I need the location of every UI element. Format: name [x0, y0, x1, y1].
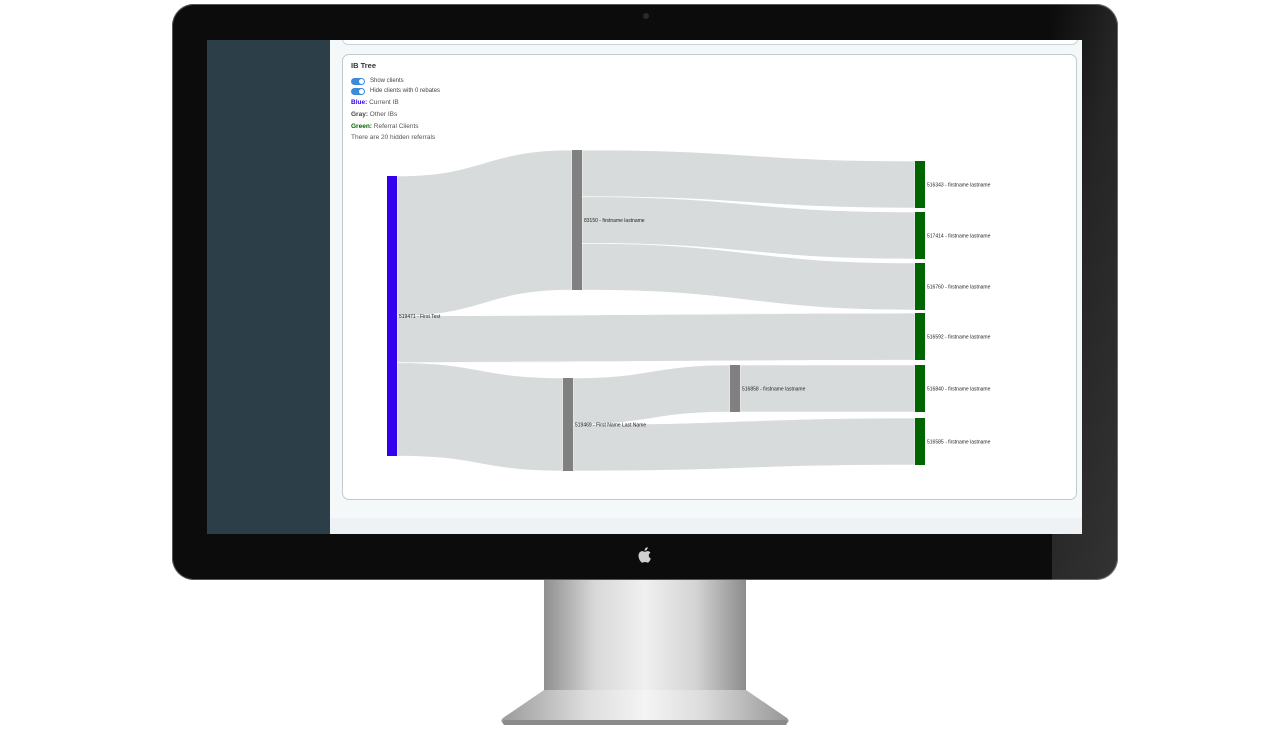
sankey-node-516760[interactable] — [915, 263, 925, 310]
camera-icon — [643, 13, 649, 19]
toggle-switch[interactable] — [351, 78, 365, 85]
sankey-node-label-517414: 517414 - firstname lastname — [927, 233, 991, 239]
legend-text: Referral Clients — [373, 123, 419, 130]
sankey-node-83150[interactable] — [572, 150, 582, 290]
sankey-nodes — [387, 150, 925, 471]
legend-text: Other IBs — [369, 111, 398, 118]
legend-green: Green: Referral Clients — [351, 123, 419, 130]
sankey-node-label-516343: 516343 - firstname lastname — [927, 182, 991, 188]
sankey-node-label-516760: 516760 - firstname lastname — [927, 284, 991, 290]
legend-key: Gray: — [351, 111, 368, 118]
sankey-node-516592[interactable] — [915, 313, 925, 360]
content-footer-strip — [330, 518, 1082, 534]
sankey-node-516585[interactable] — [915, 418, 925, 465]
legend-key: Blue: — [351, 99, 368, 106]
sankey-node-516840[interactable] — [915, 365, 925, 412]
sankey-node-label-516592: 516592 - firstname lastname — [927, 334, 991, 340]
app-screen: IB Tree Show clients Hide clients with 0… — [207, 40, 1082, 534]
sankey-node-519471[interactable] — [387, 176, 397, 456]
sankey-link-519469-516858[interactable] — [572, 364, 731, 425]
sankey-node-label-516858: 516858 - firstname lastname — [742, 386, 806, 392]
legend-gray: Gray: Other IBs — [351, 111, 397, 118]
sankey-node-516858[interactable] — [730, 365, 740, 412]
legend-key: Green: — [351, 123, 372, 130]
sidebar — [207, 40, 330, 534]
sankey-node-517414[interactable] — [915, 212, 925, 259]
previous-card — [342, 40, 1078, 45]
hidden-referrals-note: There are 20 hidden referrals — [351, 134, 436, 141]
monitor-stand-base — [501, 690, 789, 725]
toggle-label: Hide clients with 0 rebates — [370, 88, 441, 94]
main-content: IB Tree Show clients Hide clients with 0… — [330, 40, 1082, 534]
legend-blue: Blue: Current IB — [351, 99, 399, 106]
sankey-node-label-519471: 519471 - First Test — [399, 314, 441, 320]
sankey-node-516343[interactable] — [915, 161, 925, 208]
sankey-links — [396, 149, 916, 472]
sankey-link-519471-519469[interactable] — [396, 362, 564, 472]
sankey-node-label-519469: 519469 - First Name Last Name — [575, 422, 646, 428]
sankey-node-label-516585: 516585 - firstname lastname — [927, 439, 991, 445]
monitor-stand-neck — [544, 580, 746, 692]
toggle-switch[interactable] — [351, 88, 365, 95]
sankey-node-label-516840: 516840 - firstname lastname — [927, 386, 991, 392]
sankey-labels: 519471 - First Test 83150 - firstname las… — [399, 182, 991, 445]
sankey-node-519469[interactable] — [563, 378, 573, 471]
card-title: IB Tree — [351, 61, 377, 70]
sankey-node-label-83150: 83150 - firstname lastname — [584, 218, 645, 224]
sankey-link-519471-83150[interactable] — [396, 149, 573, 317]
apple-logo-icon — [638, 547, 651, 563]
ib-tree-card: IB Tree Show clients Hide clients with 0… — [342, 54, 1077, 500]
toggle-label: Show clients — [370, 78, 404, 84]
ib-tree-sankey: 519471 - First Test 83150 - firstname las… — [387, 149, 991, 472]
legend-text: Current IB — [369, 99, 399, 106]
sankey-link-519471-516592[interactable] — [396, 312, 916, 363]
